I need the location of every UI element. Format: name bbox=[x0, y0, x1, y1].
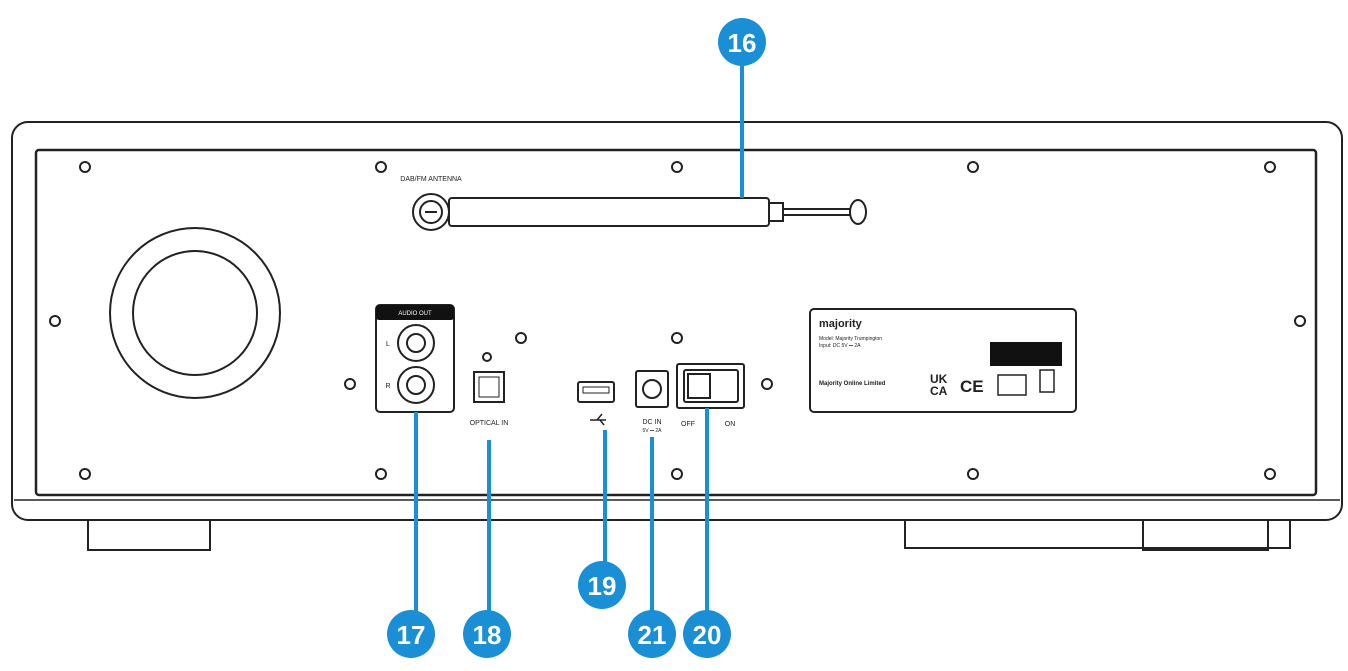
svg-text:19: 19 bbox=[588, 571, 617, 601]
rating-line-2: Input: DC 5V ⎓ 2A bbox=[819, 343, 861, 349]
rating-line-1: Model: Majority Trumpington bbox=[819, 336, 882, 342]
antenna-label: DAB/FM ANTENNA bbox=[400, 176, 462, 183]
callout-20: 20 bbox=[683, 610, 731, 658]
screw bbox=[79, 468, 91, 480]
screw bbox=[671, 161, 683, 173]
ce-mark: CE bbox=[960, 377, 984, 396]
switch-off-label: OFF bbox=[681, 421, 695, 428]
optical-label: OPTICAL IN bbox=[470, 420, 509, 427]
screw bbox=[1264, 161, 1276, 173]
dc-rating: 5V ⎓ 2A bbox=[643, 428, 663, 434]
svg-text:20: 20 bbox=[693, 620, 722, 650]
rating-brand: majority bbox=[819, 318, 863, 330]
cabinet bbox=[11, 121, 1343, 521]
screw bbox=[375, 468, 387, 480]
callout-16: 16 bbox=[718, 18, 766, 66]
optical-port bbox=[473, 371, 505, 403]
disposal-icon bbox=[1039, 369, 1055, 393]
screw bbox=[482, 352, 492, 362]
weee-icon bbox=[997, 374, 1027, 396]
left-foot bbox=[87, 519, 211, 551]
usb-port bbox=[577, 381, 615, 403]
svg-text:16: 16 bbox=[728, 28, 757, 58]
feet bbox=[87, 519, 1291, 551]
screw bbox=[1264, 468, 1276, 480]
switch-on-label: ON bbox=[725, 421, 736, 428]
audio-out-panel bbox=[375, 304, 455, 413]
rating-label: majority Model: Majority Trumpington Inp… bbox=[809, 308, 1077, 413]
ukca-mark: CA bbox=[930, 384, 948, 398]
audio-channel-l: L bbox=[386, 341, 390, 348]
screw bbox=[1294, 315, 1306, 327]
power-switch bbox=[676, 363, 745, 409]
callout-17: 17 bbox=[387, 610, 435, 658]
callout-21: 21 bbox=[628, 610, 676, 658]
screw bbox=[375, 161, 387, 173]
callout-18: 18 bbox=[463, 610, 511, 658]
screw bbox=[761, 378, 773, 390]
screw bbox=[671, 468, 683, 480]
callout-19: 19 bbox=[578, 561, 626, 609]
svg-text:21: 21 bbox=[638, 620, 667, 650]
screw bbox=[967, 161, 979, 173]
screw bbox=[79, 161, 91, 173]
screw bbox=[49, 315, 61, 327]
svg-text:17: 17 bbox=[397, 620, 426, 650]
bass-port bbox=[109, 227, 281, 399]
rating-company: Majority Online Limited bbox=[819, 381, 886, 387]
dc-label: DC IN bbox=[642, 419, 661, 426]
screws bbox=[49, 161, 1306, 480]
usb-icon bbox=[590, 413, 606, 426]
screw bbox=[515, 332, 527, 344]
ukca-mark: UK bbox=[930, 372, 948, 386]
screw bbox=[671, 332, 683, 344]
svg-text:18: 18 bbox=[473, 620, 502, 650]
screw bbox=[344, 378, 356, 390]
right-foot bbox=[1142, 519, 1269, 551]
audio-channel-r: R bbox=[385, 383, 390, 390]
screw bbox=[967, 468, 979, 480]
rca-jack-right bbox=[397, 366, 435, 404]
dc-port bbox=[635, 370, 669, 408]
callout-lines bbox=[414, 62, 744, 612]
right-foot-base bbox=[904, 519, 1291, 549]
rca-jack-left bbox=[397, 324, 435, 362]
audio-out-label: AUDIO OUT bbox=[398, 311, 432, 317]
telescopic-antenna bbox=[412, 193, 867, 231]
